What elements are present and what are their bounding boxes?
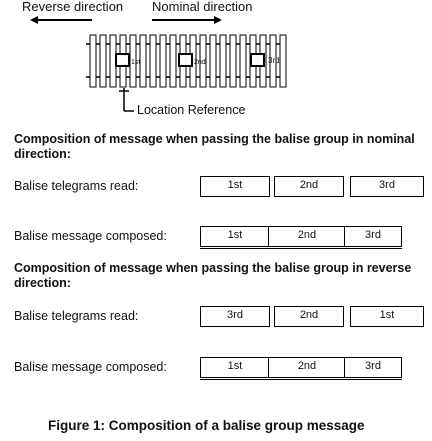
sleeper [279,34,287,88]
sleeper [269,34,277,88]
reverse-composed-cell-3: 3rd [344,357,402,378]
nominal-read-cell-1: 1st [200,176,270,197]
nominal-message-composed-label: Balise message composed: [14,229,167,243]
track-diagram [30,16,287,112]
balise-label-3: 3rd [268,56,280,65]
reverse-message-composed-label: Balise message composed: [14,360,167,374]
sleeper [149,34,157,88]
sleeper [99,34,107,88]
reverse-composed-cell-2: 2nd [268,357,346,378]
nominal-divider [200,248,402,249]
nominal-composed-cell-2: 2nd [268,226,346,247]
sleeper [169,34,177,88]
reverse-telegrams-read-label: Balise telegrams read: [14,309,139,323]
nominal-read-cell-3: 3rd [350,176,424,197]
location-reference-marker [119,88,134,112]
sleeper [229,34,237,88]
reverse-read-cell-3: 1st [350,306,424,327]
location-reference-label: Location Reference [137,103,246,117]
sleeper [239,34,247,88]
nominal-direction-arrow [152,16,222,24]
balise-1 [115,53,130,67]
balise-label-2: 2nd [194,59,206,66]
nominal-telegrams-read-label: Balise telegrams read: [14,179,139,193]
nominal-read-cell-2: 2nd [274,176,344,197]
reverse-read-cell-1: 3rd [200,306,270,327]
reverse-direction-label: Reverse direction [22,0,124,14]
sleeper [209,34,217,88]
section-nominal-heading: Composition of message when passing the … [14,132,415,161]
reverse-read-cell-2: 2nd [274,306,344,327]
reverse-divider [200,379,402,380]
sleeper [199,34,207,88]
section-reverse-heading: Composition of message when passing the … [14,261,412,290]
figure-caption: Figure 1: Composition of a balise group … [48,418,365,433]
balise-label-1: 1st [131,59,141,66]
sleeper [89,34,97,88]
reverse-composed-cell-1: 1st [200,357,270,378]
nominal-composed-cell-3: 3rd [344,226,402,247]
balise-3 [250,53,265,67]
nominal-composed-cell-1: 1st [200,226,270,247]
sleeper [159,34,167,88]
reverse-direction-arrow [30,16,92,24]
balise-2 [178,53,193,67]
sleeper [139,34,147,88]
sleeper [219,34,227,88]
nominal-direction-label: Nominal direction [152,0,253,14]
